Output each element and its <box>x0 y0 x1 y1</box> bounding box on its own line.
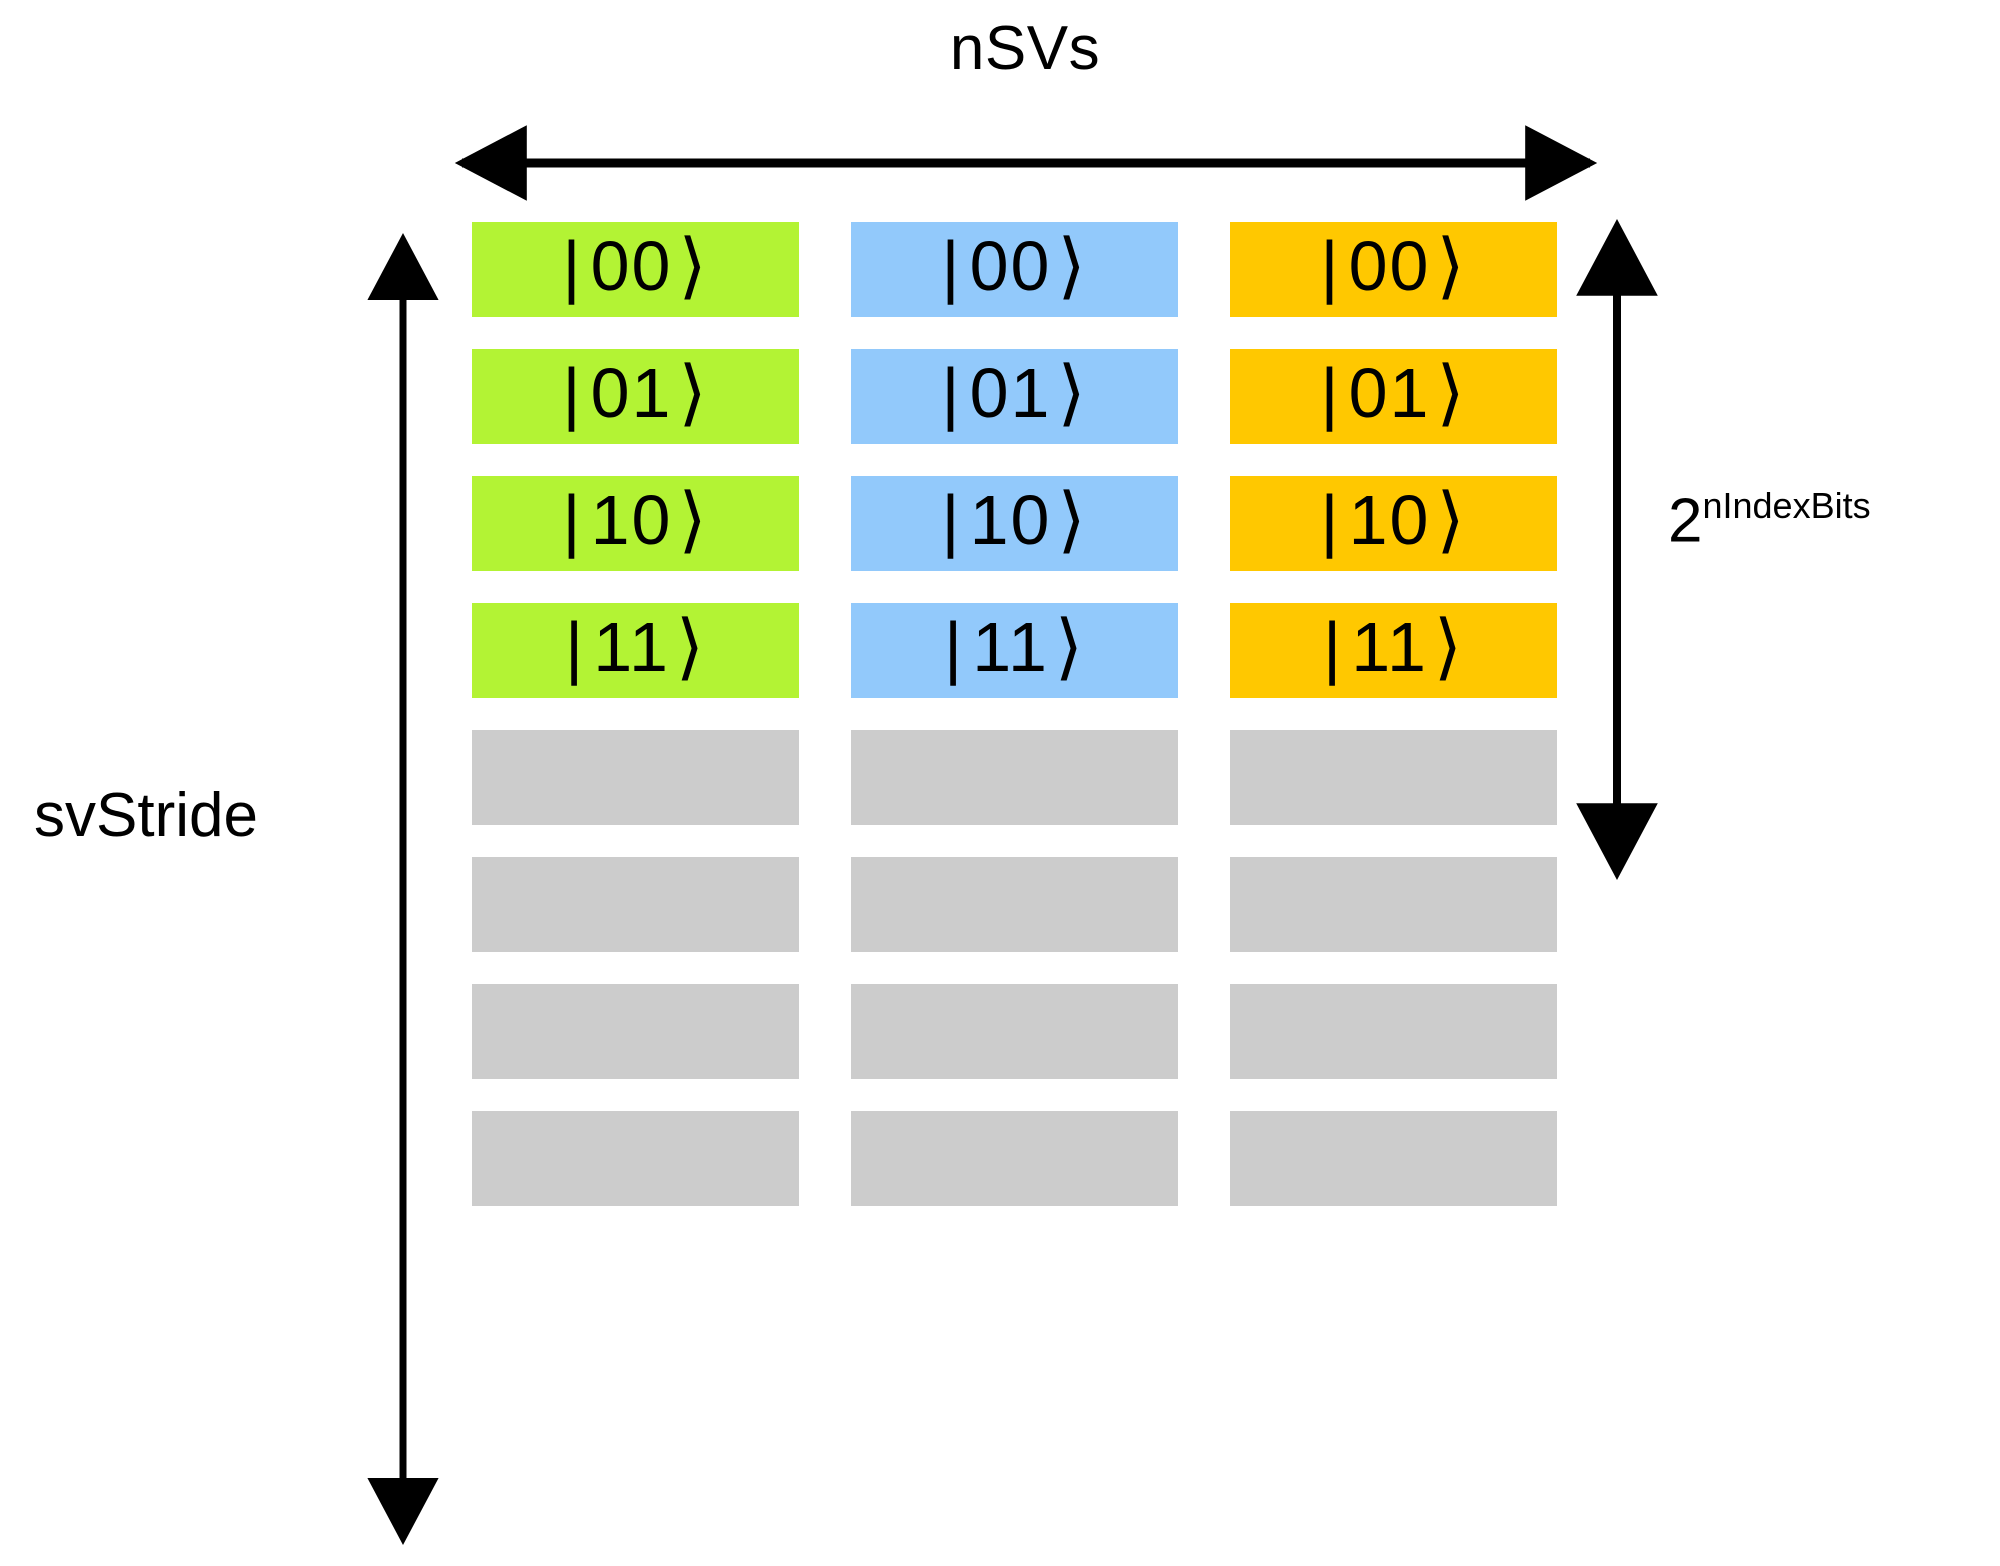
empty-block <box>472 1111 799 1206</box>
ket-label: |01⟩ <box>562 357 708 429</box>
index-bits-label: 2nIndexBits <box>1668 486 1871 556</box>
ket-label: |01⟩ <box>941 357 1087 429</box>
nsvs-label-text: nSVs <box>949 14 1101 83</box>
state-block: |11⟩ <box>472 603 799 698</box>
ket-angle: ⟩ <box>1054 606 1085 687</box>
grid-row <box>472 857 1580 952</box>
ket-angle: ⟩ <box>678 479 709 560</box>
state-block: |11⟩ <box>1230 603 1557 698</box>
grid-row: |10⟩|10⟩|10⟩ <box>472 476 1580 571</box>
nsvs-label: nSVs <box>0 18 2000 80</box>
state-vector-grid: |00⟩|00⟩|00⟩|01⟩|01⟩|01⟩|10⟩|10⟩|10⟩|11⟩… <box>472 222 1580 1512</box>
ket-angle: ⟩ <box>1436 225 1467 306</box>
ket-digits: 10 <box>590 480 673 559</box>
ket-bar: | <box>1323 607 1344 686</box>
empty-block <box>851 1111 1178 1206</box>
ket-digits: 11 <box>972 607 1049 686</box>
ket-label: |11⟩ <box>944 611 1085 683</box>
ket-bar: | <box>941 353 962 432</box>
ket-digits: 00 <box>969 226 1052 305</box>
ket-angle: ⟩ <box>1433 606 1464 687</box>
state-block: |11⟩ <box>851 603 1178 698</box>
ket-digits: 10 <box>969 480 1052 559</box>
ket-digits: 11 <box>1351 607 1428 686</box>
ket-angle: ⟩ <box>1057 479 1088 560</box>
ket-angle: ⟩ <box>678 225 709 306</box>
ket-digits: 00 <box>590 226 673 305</box>
state-block: |00⟩ <box>472 222 799 317</box>
ket-bar: | <box>562 226 583 305</box>
state-block: |10⟩ <box>472 476 799 571</box>
ket-angle: ⟩ <box>1057 225 1088 306</box>
state-block: |00⟩ <box>1230 222 1557 317</box>
ket-label: |10⟩ <box>1320 484 1466 556</box>
ket-angle: ⟩ <box>1436 352 1467 433</box>
ket-label: |10⟩ <box>941 484 1087 556</box>
grid-row <box>472 1111 1580 1206</box>
state-block: |01⟩ <box>1230 349 1557 444</box>
grid-row <box>472 984 1580 1079</box>
empty-block <box>851 730 1178 825</box>
grid-row: |11⟩|11⟩|11⟩ <box>472 603 1580 698</box>
state-block: |10⟩ <box>1230 476 1557 571</box>
index-bits-exponent: nIndexBits <box>1702 485 1871 526</box>
ket-bar: | <box>944 607 965 686</box>
ket-bar: | <box>562 480 583 559</box>
state-block: |01⟩ <box>472 349 799 444</box>
empty-block <box>1230 1111 1557 1206</box>
ket-bar: | <box>562 353 583 432</box>
ket-label: |10⟩ <box>562 484 708 556</box>
ket-bar: | <box>1320 353 1341 432</box>
empty-block <box>472 857 799 952</box>
index-bits-base: 2 <box>1668 486 1703 556</box>
ket-angle: ⟩ <box>1436 479 1467 560</box>
ket-angle: ⟩ <box>1057 352 1088 433</box>
empty-block <box>851 984 1178 1079</box>
ket-bar: | <box>1320 226 1341 305</box>
grid-row <box>472 730 1580 825</box>
empty-block <box>472 730 799 825</box>
ket-label: |00⟩ <box>1320 230 1466 302</box>
empty-block <box>1230 730 1557 825</box>
empty-block <box>1230 857 1557 952</box>
ket-bar: | <box>1320 480 1341 559</box>
empty-block <box>851 857 1178 952</box>
ket-bar: | <box>941 226 962 305</box>
ket-digits: 01 <box>969 353 1052 432</box>
ket-label: |00⟩ <box>941 230 1087 302</box>
state-block: |00⟩ <box>851 222 1178 317</box>
grid-row: |01⟩|01⟩|01⟩ <box>472 349 1580 444</box>
ket-digits: 01 <box>590 353 673 432</box>
empty-block <box>1230 984 1557 1079</box>
ket-label: |00⟩ <box>562 230 708 302</box>
ket-digits: 00 <box>1348 226 1431 305</box>
svstride-label-text: svStride <box>34 781 258 850</box>
state-block: |01⟩ <box>851 349 1178 444</box>
empty-block <box>472 984 799 1079</box>
ket-label: |11⟩ <box>565 611 706 683</box>
ket-label: |11⟩ <box>1323 611 1464 683</box>
ket-bar: | <box>941 480 962 559</box>
ket-bar: | <box>565 607 586 686</box>
ket-angle: ⟩ <box>675 606 706 687</box>
ket-label: |01⟩ <box>1320 357 1466 429</box>
ket-digits: 01 <box>1348 353 1431 432</box>
ket-digits: 10 <box>1348 480 1431 559</box>
svstride-label: svStride <box>34 785 258 847</box>
ket-digits: 11 <box>593 607 670 686</box>
grid-row: |00⟩|00⟩|00⟩ <box>472 222 1580 317</box>
ket-angle: ⟩ <box>678 352 709 433</box>
state-block: |10⟩ <box>851 476 1178 571</box>
